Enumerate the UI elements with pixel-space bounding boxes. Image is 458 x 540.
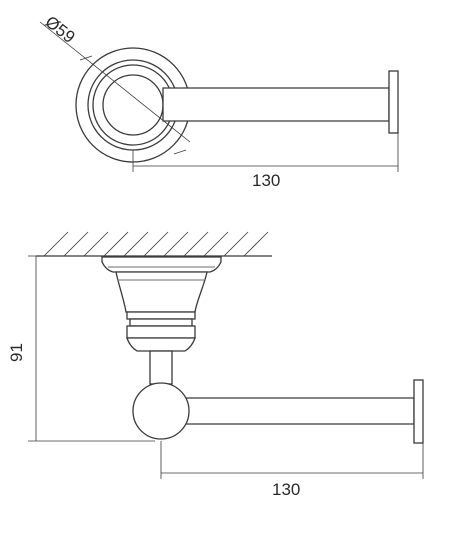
diameter-tick-a <box>79 55 93 61</box>
side-length-label: 130 <box>272 480 300 499</box>
stem <box>149 350 173 385</box>
ring-3 <box>126 325 196 339</box>
diameter-dimension-line <box>39 21 191 143</box>
side-view: 91 130 <box>7 231 424 499</box>
top-arm <box>162 87 390 122</box>
ring-2 <box>129 318 193 327</box>
wall-hatching <box>43 231 269 257</box>
ring-base <box>126 337 196 352</box>
ball-joint <box>132 382 190 440</box>
height-label: 91 <box>7 343 26 362</box>
bell-body <box>115 271 208 313</box>
diameter-label: Ø59 <box>42 12 79 47</box>
ring-1 <box>126 311 196 320</box>
top-end-cap <box>388 70 399 134</box>
rosette-core-circle <box>102 74 164 136</box>
side-end-cap <box>413 379 424 444</box>
wall-flange <box>101 256 222 273</box>
top-view: Ø59 130 <box>39 12 399 190</box>
rosette-ring-inner-circle <box>92 64 174 146</box>
diameter-tick-b <box>173 149 187 155</box>
side-arm <box>174 397 415 425</box>
top-length-label: 130 <box>252 171 280 190</box>
